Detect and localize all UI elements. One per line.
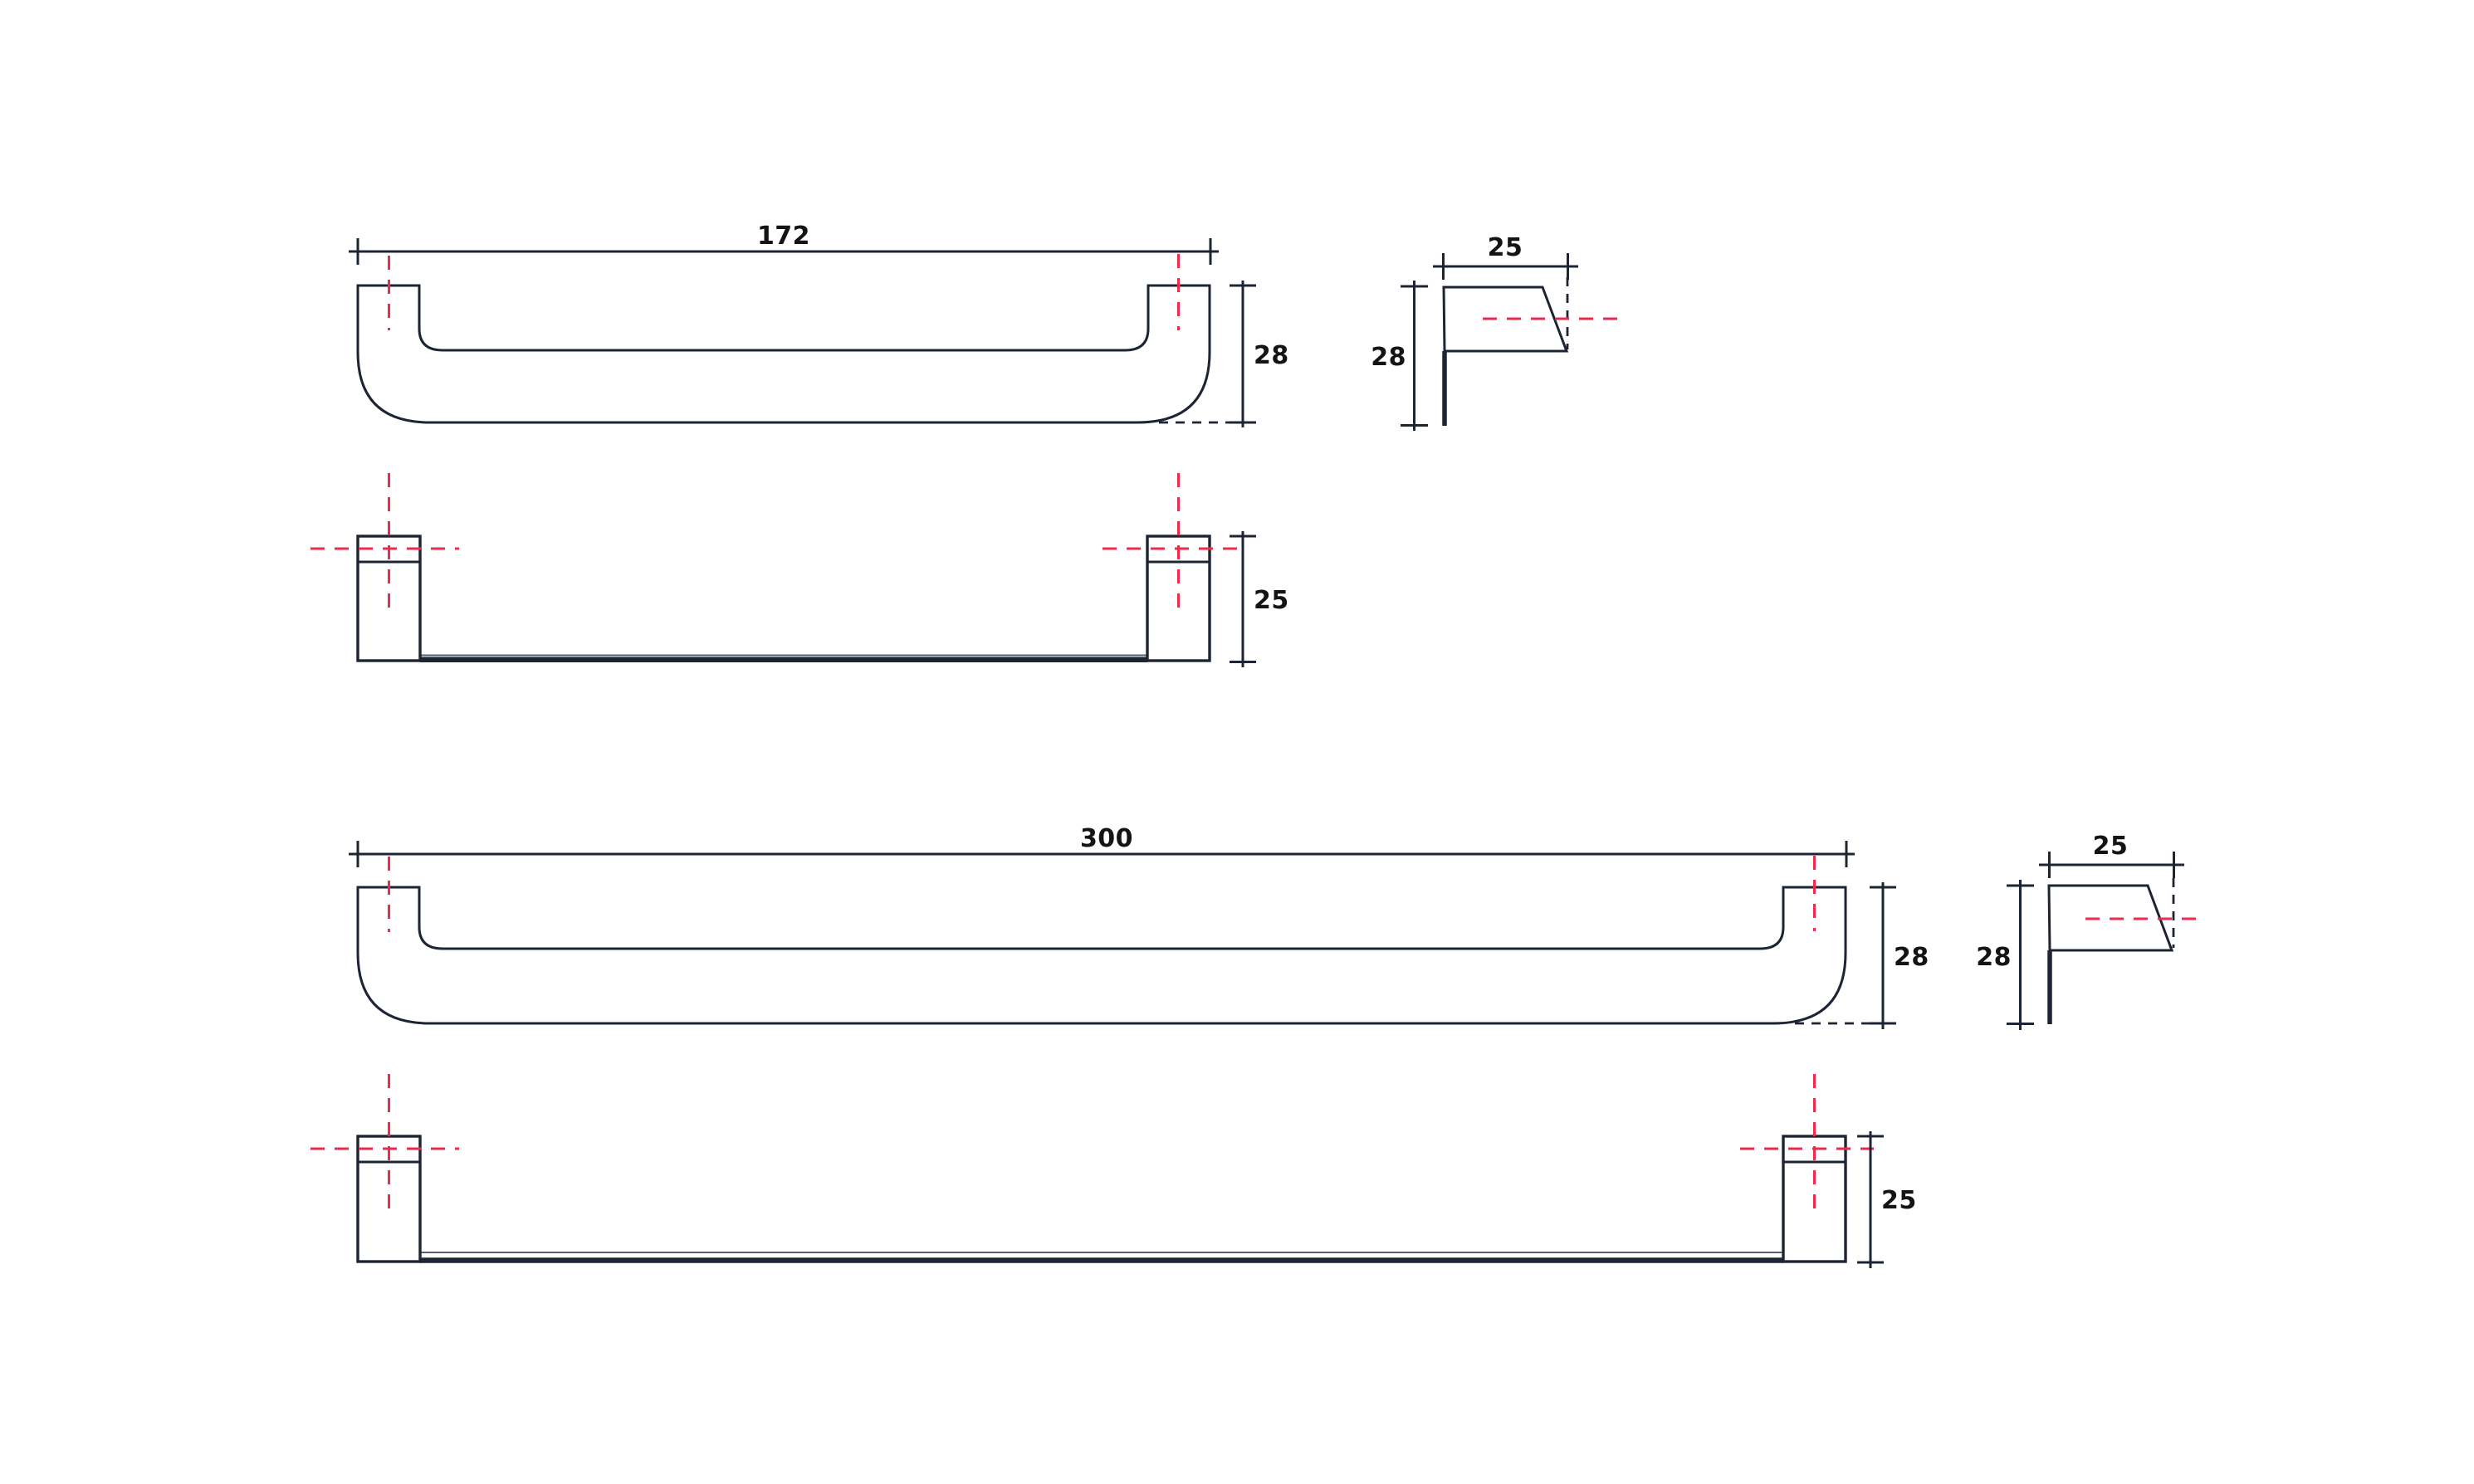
- dimension-depth-25-plan-172: 25: [1230, 531, 1289, 667]
- dimension-depth-25-plan-300: 25: [1857, 1131, 1917, 1268]
- dimension-height-28-front-172: 28: [1159, 281, 1289, 427]
- dimension-width-25-section-172: 25: [1433, 233, 1578, 280]
- section-profile: [2047, 884, 2174, 952]
- section-profile: [1442, 286, 1569, 353]
- section-view-300: 25 28: [1976, 832, 2200, 1030]
- section-view-172: 25 28: [1371, 233, 1626, 431]
- dimension-label-height-28: 28: [1254, 341, 1289, 370]
- front-view-300: 300 28: [349, 824, 1929, 1029]
- front-view-172: 172 28: [349, 222, 1289, 427]
- product-172: 172 28: [310, 222, 1626, 667]
- dimension-label-depth-25: 25: [1254, 586, 1289, 615]
- dimension-height-28-front-300: 28: [1795, 882, 1929, 1029]
- front-outline-300: [356, 886, 1847, 1025]
- dimension-label-height-28: 28: [1894, 943, 1929, 972]
- plan-view-172: 25: [310, 473, 1289, 667]
- dimension-label-depth-25: 25: [1881, 1186, 1917, 1215]
- dimension-label-width-300: 300: [1080, 824, 1133, 853]
- dimension-label-width-172: 172: [757, 222, 810, 251]
- dimension-height-28-section-172: 28: [1371, 281, 1428, 431]
- plan-view-300: 25: [310, 1074, 1917, 1268]
- dimension-label-height-28: 28: [1371, 343, 1406, 372]
- dimension-label-width-25: 25: [1488, 233, 1523, 262]
- dimension-width-25-section-300: 25: [2039, 832, 2184, 878]
- dimension-width-172: 172: [349, 222, 1219, 265]
- dimension-height-28-section-300: 28: [1976, 880, 2034, 1030]
- dimension-width-300: 300: [349, 824, 1855, 867]
- dimension-label-height-28: 28: [1976, 943, 2012, 972]
- product-300: 300 28: [310, 824, 2200, 1268]
- front-outline-172: [356, 284, 1211, 424]
- dimension-label-width-25: 25: [2093, 832, 2129, 861]
